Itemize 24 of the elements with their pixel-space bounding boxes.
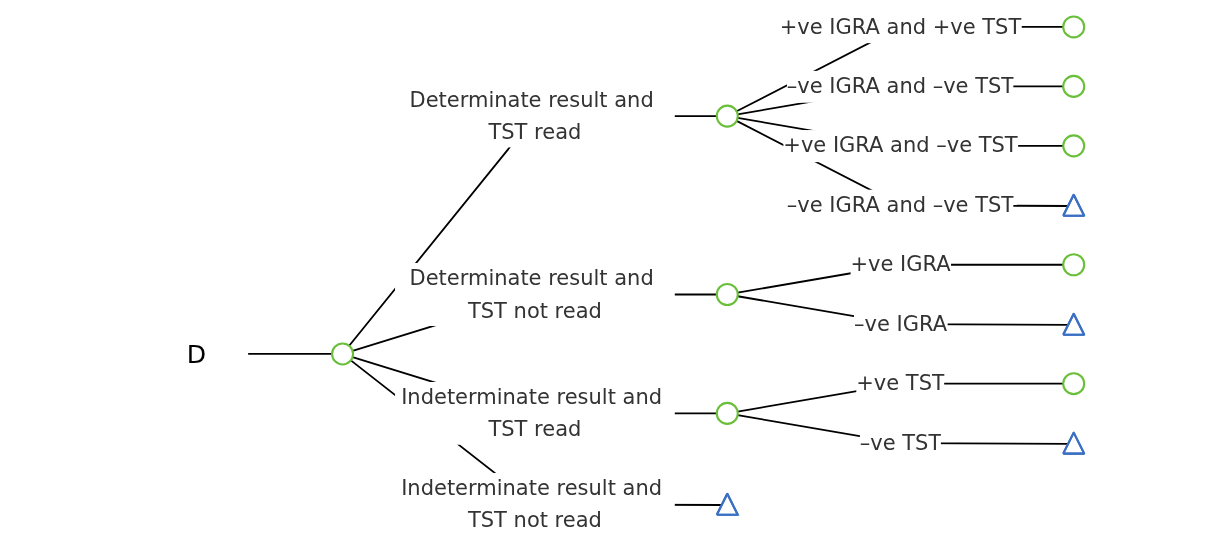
edge-label: +ve TST	[856, 370, 945, 396]
node-circle	[1062, 74, 1086, 98]
edge-label: +ve IGRA and –ve TST	[783, 132, 1018, 159]
edge-label: –ve IGRA and –ve TST	[786, 192, 1015, 218]
node-circle	[1062, 253, 1086, 277]
node-circle	[1062, 15, 1086, 39]
node-circle	[715, 104, 739, 128]
node-circle	[715, 282, 739, 307]
connector	[247, 353, 333, 355]
edge-label: +ve IGRA and +ve TST	[779, 13, 1022, 40]
edge-label: Indeterminate result and TST not read	[401, 475, 663, 533]
node-circle	[1062, 372, 1086, 396]
connector	[348, 115, 718, 347]
edge-label: Indeterminate result and TST read	[401, 384, 663, 442]
edge-label: –ve IGRA and –ve TST	[786, 73, 1015, 99]
edge-label: Determinate result and TST not read	[409, 265, 654, 323]
edge-label: –ve IGRA	[853, 311, 948, 337]
edge-label: Determinate result and TST read	[409, 87, 654, 145]
node-circle	[331, 342, 355, 366]
edge-label: +ve IGRA	[850, 251, 951, 277]
node-circle	[1062, 134, 1086, 158]
node-circle	[715, 401, 739, 425]
node-text: D	[186, 339, 207, 369]
edge-label: –ve TST	[859, 430, 942, 456]
